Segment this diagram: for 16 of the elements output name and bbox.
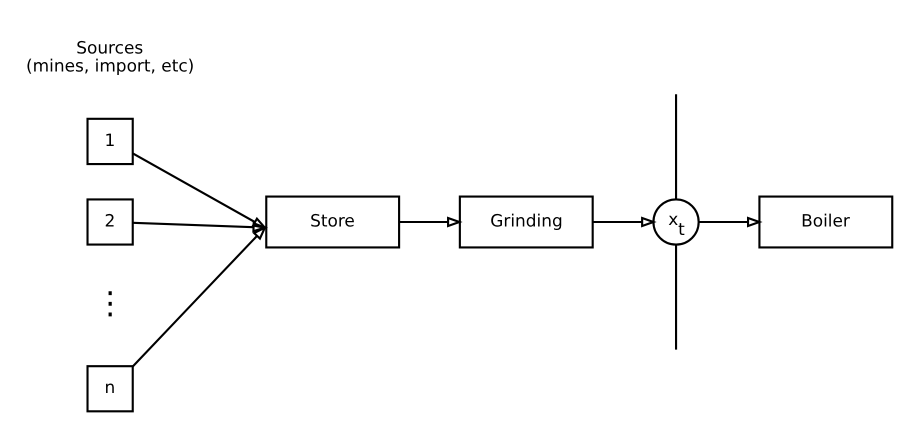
- node-box: Boiler: [758, 196, 894, 248]
- node-box: Grinding: [458, 196, 594, 248]
- node-box: Store: [265, 196, 400, 248]
- node-box: n: [86, 365, 134, 412]
- node-box: 2: [86, 198, 134, 246]
- arrow: [593, 216, 657, 228]
- arrow: [399, 216, 463, 228]
- arrow: [699, 216, 763, 228]
- arrow: [132, 225, 268, 368]
- label: Sources (mines, import, etc): [26, 37, 194, 76]
- connector: [675, 244, 678, 350]
- arrow: [132, 222, 268, 233]
- label: ⋮: [94, 285, 126, 322]
- connector: [675, 94, 678, 199]
- node-box: 1: [86, 118, 134, 166]
- arrow: [132, 152, 268, 230]
